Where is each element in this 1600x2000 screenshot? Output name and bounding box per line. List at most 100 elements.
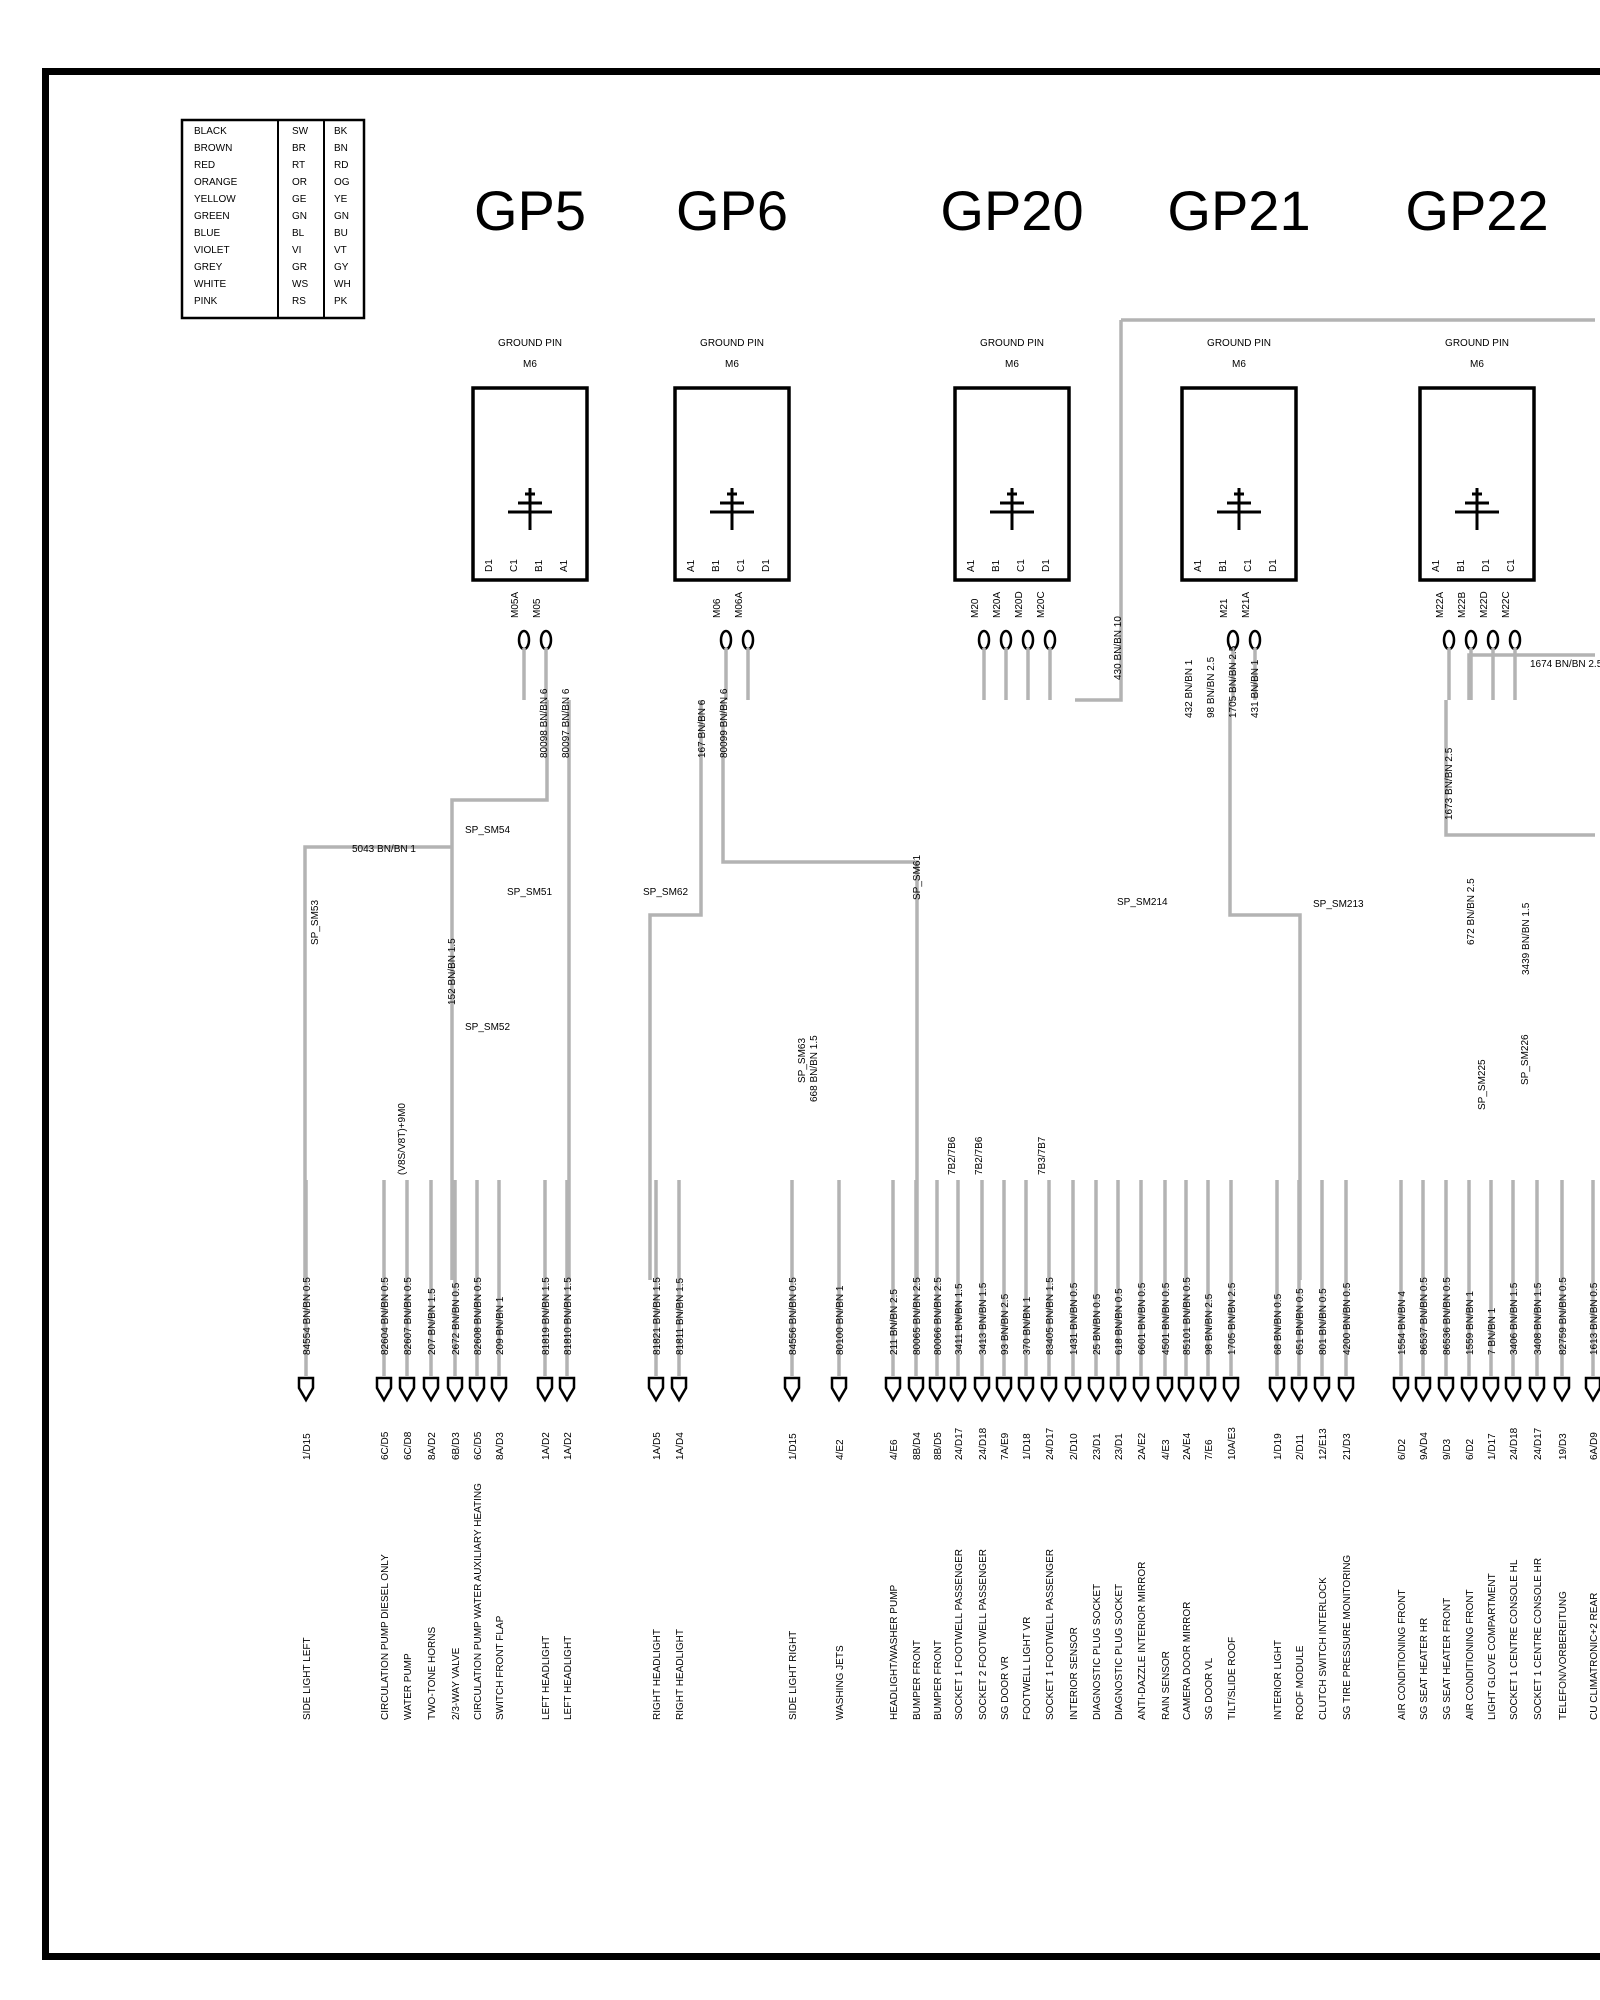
terminal-arrow-icon (1528, 1376, 1546, 1403)
branch-ref: 1A/D2 (541, 1432, 552, 1460)
branch-destination-label: LEFT HEADLIGHT (563, 1636, 574, 1720)
pin-label: C1 (1506, 559, 1517, 572)
wire-label: 1673 BN/BN 2.5 (1444, 747, 1455, 820)
legend-code-de: RT (292, 160, 305, 171)
terminal-label: M20C (1036, 591, 1047, 618)
ring-terminal-icon (1043, 629, 1057, 651)
branch-wire-label: 1559 BN/BN 1 (1465, 1291, 1476, 1355)
pin-label: D1 (1481, 559, 1492, 572)
terminal-arrow-icon (1156, 1376, 1174, 1403)
ground-pin-size: M6 (1005, 359, 1019, 370)
wire-segment (1075, 320, 1123, 702)
branch-ref: 8B/D5 (933, 1432, 944, 1460)
branch-destination-label: SIDE LIGHT RIGHT (788, 1631, 799, 1720)
branch-wire-label: 25 BN/BN 0.5 (1092, 1293, 1103, 1355)
branch-wire-label: 68 BN/BN 0.5 (1273, 1293, 1284, 1355)
pin-label: C1 (1016, 559, 1027, 572)
branch-wire-label: 86537 BN/BN 0.5 (1419, 1277, 1430, 1355)
branch-wire-label: 618 BN/BN 0.5 (1114, 1288, 1125, 1355)
branch-wire-label: 801 BN/BN 0.5 (1318, 1288, 1329, 1355)
terminal-label: M22A (1435, 592, 1446, 618)
branch-wire-label: 370 BN/BN 1 (1022, 1296, 1033, 1355)
branch-ref: 6C/D5 (380, 1431, 391, 1460)
wire-segment (303, 845, 452, 1280)
wire-label: (V8S/V8T)+9M0 (397, 1103, 408, 1175)
wire-label: 7B2/7B6 (947, 1136, 958, 1175)
branch-wire-label: 2672 BN/BN 0.5 (451, 1282, 462, 1355)
wire-segment (1467, 653, 1595, 700)
pin-label: C1 (1243, 559, 1254, 572)
branch-wire-label: 211 BN/BN 2.5 (889, 1289, 900, 1355)
branch-destination-label: SOCKET 1 FOOTWELL PASSENGER (1045, 1549, 1056, 1720)
branch-wire-label: 82608 BN/BN 0.5 (473, 1277, 484, 1355)
ring-terminal-icon (1248, 629, 1262, 651)
legend-color-name: WHITE (194, 279, 227, 290)
pin-label: B1 (534, 559, 545, 572)
terminal-arrow-icon (1414, 1376, 1432, 1403)
branch-wire-label: 207 BN/BN 1.5 (427, 1288, 438, 1355)
pin-label: D1 (484, 559, 495, 572)
ground-pin-box (673, 386, 791, 582)
branch-destination-label: AIR CONDITIONING FRONT (1397, 1589, 1408, 1720)
terminal-arrow-icon (1437, 1376, 1455, 1403)
legend-color-name: YELLOW (194, 194, 236, 205)
splice-label: SP_SM61 (912, 855, 923, 900)
ring-terminal-icon (999, 629, 1013, 651)
branch-wire-label: 84554 BN/BN 0.5 (302, 1277, 313, 1355)
ground-pin-caption: GROUND PIN (1445, 338, 1509, 349)
branch-ref: 9/D3 (1442, 1438, 1453, 1460)
ground-pin-caption: GROUND PIN (980, 338, 1044, 349)
branch-wire-label: 3411 BN/BN 1.5 (954, 1283, 965, 1355)
splice-label: SP_SM226 (1520, 1034, 1531, 1085)
legend-color-name: GREEN (194, 211, 230, 222)
ring-terminal-icon (977, 629, 991, 651)
terminal-arrow-icon (1392, 1376, 1410, 1403)
legend-code-en: BK (334, 126, 348, 137)
branch-ref: 7A/E9 (1000, 1432, 1011, 1460)
terminal-arrow-icon (468, 1376, 486, 1403)
branch-ref: 6/D2 (1397, 1438, 1408, 1460)
terminal-label: M21A (1241, 592, 1252, 618)
branch-ref: 21/D3 (1342, 1433, 1353, 1460)
terminal-arrow-icon (446, 1376, 464, 1403)
branch-destination-label: CLUTCH SWITCH INTERLOCK (1318, 1577, 1329, 1720)
branch-destination-label: INTERIOR LIGHT (1273, 1640, 1284, 1720)
splice-label: SP_SM62 (643, 887, 688, 898)
terminal-arrow-icon (375, 1376, 393, 1403)
branch-ref: 6C/D8 (403, 1431, 414, 1460)
pin-label: A1 (1431, 559, 1442, 572)
terminal-arrow-icon (536, 1376, 554, 1403)
branch-ref: 7/E6 (1204, 1439, 1215, 1460)
branch-ref: 8A/D2 (427, 1432, 438, 1460)
legend-code-de: RS (292, 296, 306, 307)
terminal-label: M20D (1014, 591, 1025, 618)
branch-destination-label: WASHING JETS (835, 1645, 846, 1720)
terminal-arrow-icon (422, 1376, 440, 1403)
terminal-arrow-icon (1177, 1376, 1195, 1403)
legend-code-de: GN (292, 211, 307, 222)
wire-label: 668 BN/BN 1.5 (809, 1035, 820, 1102)
ground-pin-title: GP6 (676, 179, 788, 242)
branch-wire-label: 81811 BN/BN 1.5 (675, 1277, 686, 1355)
branch-destination-label: LIGHT GLOVE COMPARTMENT (1487, 1573, 1498, 1720)
branch-destination-label: CU CLIMATRONIC+2 REAR (1589, 1593, 1600, 1720)
terminal-arrow-icon (670, 1376, 688, 1403)
